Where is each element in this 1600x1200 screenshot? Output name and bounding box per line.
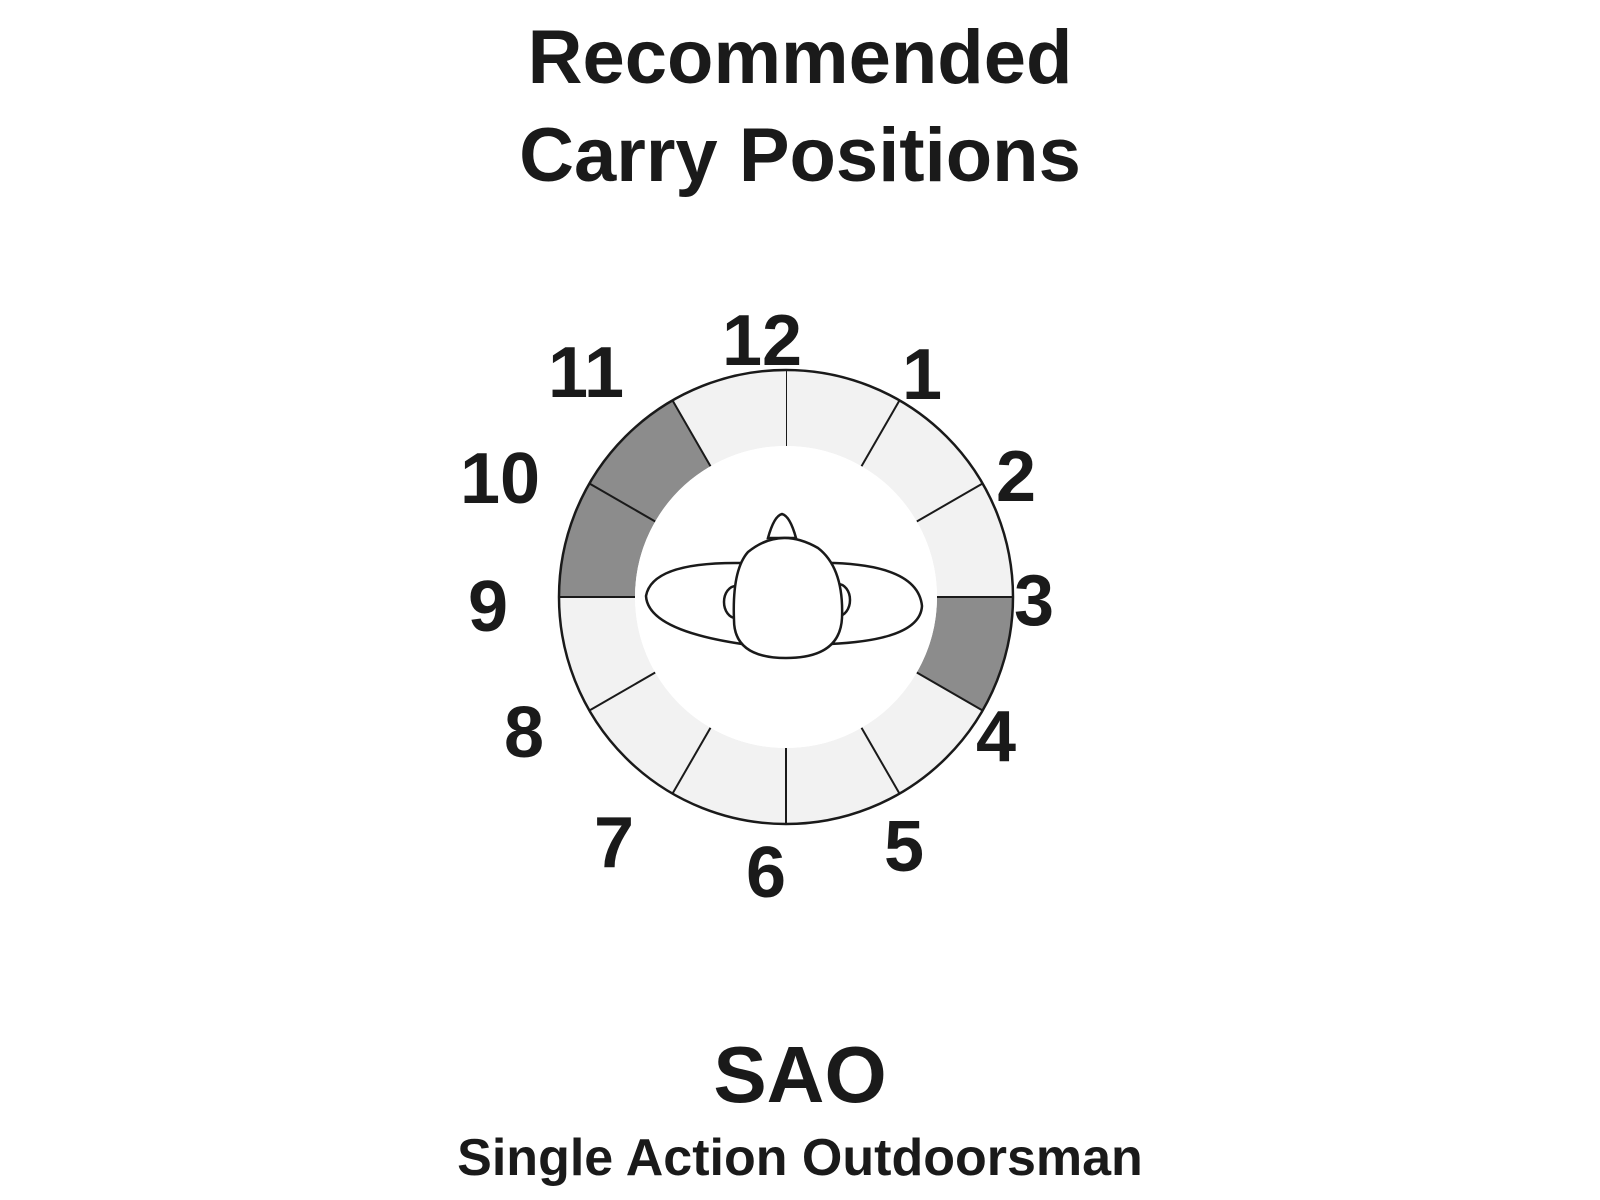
clock-number-8: 8: [504, 693, 544, 773]
ring-segment-7: [589, 672, 711, 794]
ring-segment-12: [786, 369, 900, 467]
model-abbreviation: SAO: [713, 1030, 887, 1119]
title-line-2: Carry Positions: [519, 113, 1081, 198]
clock-number-4: 4: [976, 697, 1016, 777]
clock-ring-segments: [559, 369, 1013, 824]
ring-segment-3-recommended: [916, 597, 1013, 711]
ring-divider-1: [860, 399, 901, 467]
ring-divider-11: [671, 399, 712, 467]
clock-number-6: 6: [746, 833, 786, 913]
ring-divider-4: [916, 671, 984, 712]
head-icon: [732, 536, 844, 660]
clock-number-5: 5: [884, 807, 924, 887]
ring-divider-8: [588, 671, 656, 712]
ring-segment-6: [672, 727, 786, 824]
clock-number-9: 9: [468, 567, 508, 647]
title-line-1: Recommended: [527, 15, 1073, 100]
person-top-view-icon: [644, 512, 924, 660]
clock-number-3: 3: [1014, 561, 1054, 641]
ring-segment-4: [861, 672, 983, 794]
ring-divider-2: [916, 482, 984, 523]
ring-divider-7: [671, 727, 712, 795]
ring-segment-8: [559, 597, 656, 711]
ring-segment-5: [786, 727, 900, 824]
ring-segment-2: [916, 483, 1013, 597]
clock-outer-ring: [557, 368, 1015, 826]
model-full-name: Single Action Outdoorsman: [457, 1129, 1143, 1187]
ring-segment-10-recommended: [589, 400, 711, 522]
clock-number-12: 12: [722, 301, 802, 381]
ring-segment-9-recommended: [559, 483, 656, 597]
ring-segment-11: [672, 370, 786, 467]
ring-divider-10: [588, 482, 656, 523]
nose-icon: [766, 512, 798, 540]
clock-number-7: 7: [594, 803, 634, 883]
clock-number-10: 10: [460, 439, 540, 519]
clock-number-2: 2: [996, 437, 1036, 517]
clock-number-1: 1: [902, 335, 942, 415]
ring-segment-1: [861, 400, 983, 522]
ring-divider-5: [860, 727, 901, 795]
clock-number-11: 11: [548, 333, 624, 413]
